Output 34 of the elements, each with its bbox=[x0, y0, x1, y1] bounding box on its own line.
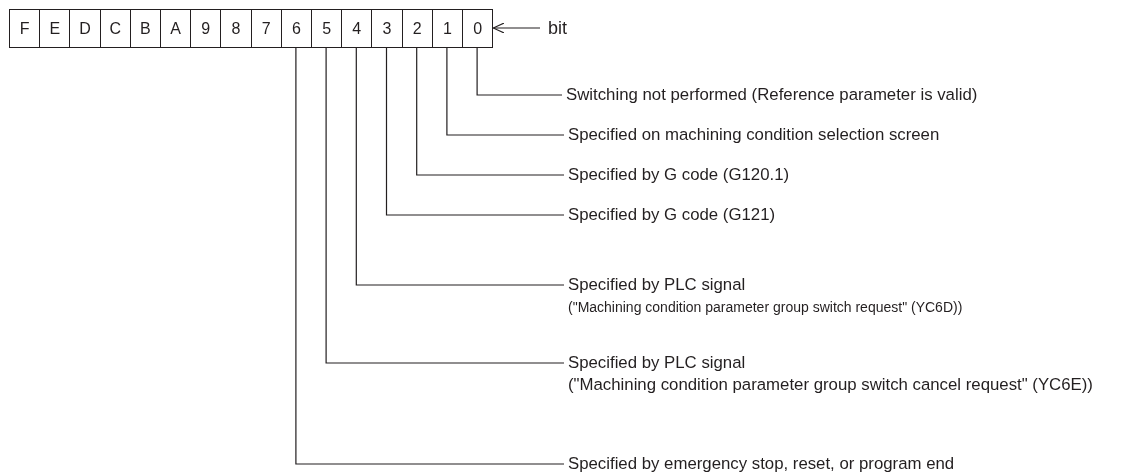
leader-line bbox=[416, 47, 565, 176]
bit-cell: 2 bbox=[401, 9, 433, 48]
leader-line bbox=[355, 47, 565, 286]
bit-cell: 9 bbox=[190, 9, 222, 48]
signal-note: ("Machining condition parameter group switch cancel request" (YC6E)) bbox=[568, 375, 1094, 395]
bit-cell: 1 bbox=[431, 9, 463, 48]
bit-cell: 7 bbox=[250, 9, 282, 48]
bit-cell: 6 bbox=[280, 9, 312, 48]
description-text: Specified by PLC signal bbox=[568, 275, 747, 295]
signal-note: ("Machining condition parameter group switch request" (YC6D)) bbox=[568, 298, 964, 317]
bit-cell: F bbox=[9, 9, 41, 48]
description-text: Switching not performed (Reference parameter is valid) bbox=[566, 85, 1141, 105]
leader-line bbox=[295, 47, 565, 465]
bit-cell: 0 bbox=[462, 9, 494, 48]
bit-cell: 4 bbox=[341, 9, 373, 48]
bit-label: bit bbox=[548, 18, 567, 38]
description-text: Specified by G code (G120.1) bbox=[568, 165, 1143, 185]
leader-line bbox=[476, 47, 563, 96]
bit-cell: 5 bbox=[311, 9, 343, 48]
bit-cell: 3 bbox=[371, 9, 403, 48]
description-text: Specified on machining condition selection screen bbox=[568, 125, 1143, 145]
bit-cell: D bbox=[69, 9, 101, 48]
bit-cell: E bbox=[39, 9, 71, 48]
arrow bbox=[492, 22, 541, 34]
bit-cell: B bbox=[129, 9, 161, 48]
bit-cell: C bbox=[99, 9, 131, 48]
description-text: Specified by emergency stop, reset, or program end bbox=[568, 454, 1143, 473]
description-text: Specified by G code (G121) bbox=[568, 205, 1143, 225]
bit-cell: 8 bbox=[220, 9, 252, 48]
description-text: Specified by PLC signal bbox=[568, 353, 747, 373]
bit-cell: A bbox=[160, 9, 192, 48]
leader-line bbox=[325, 47, 565, 364]
leader-line bbox=[385, 47, 565, 216]
leader-line bbox=[446, 47, 565, 136]
